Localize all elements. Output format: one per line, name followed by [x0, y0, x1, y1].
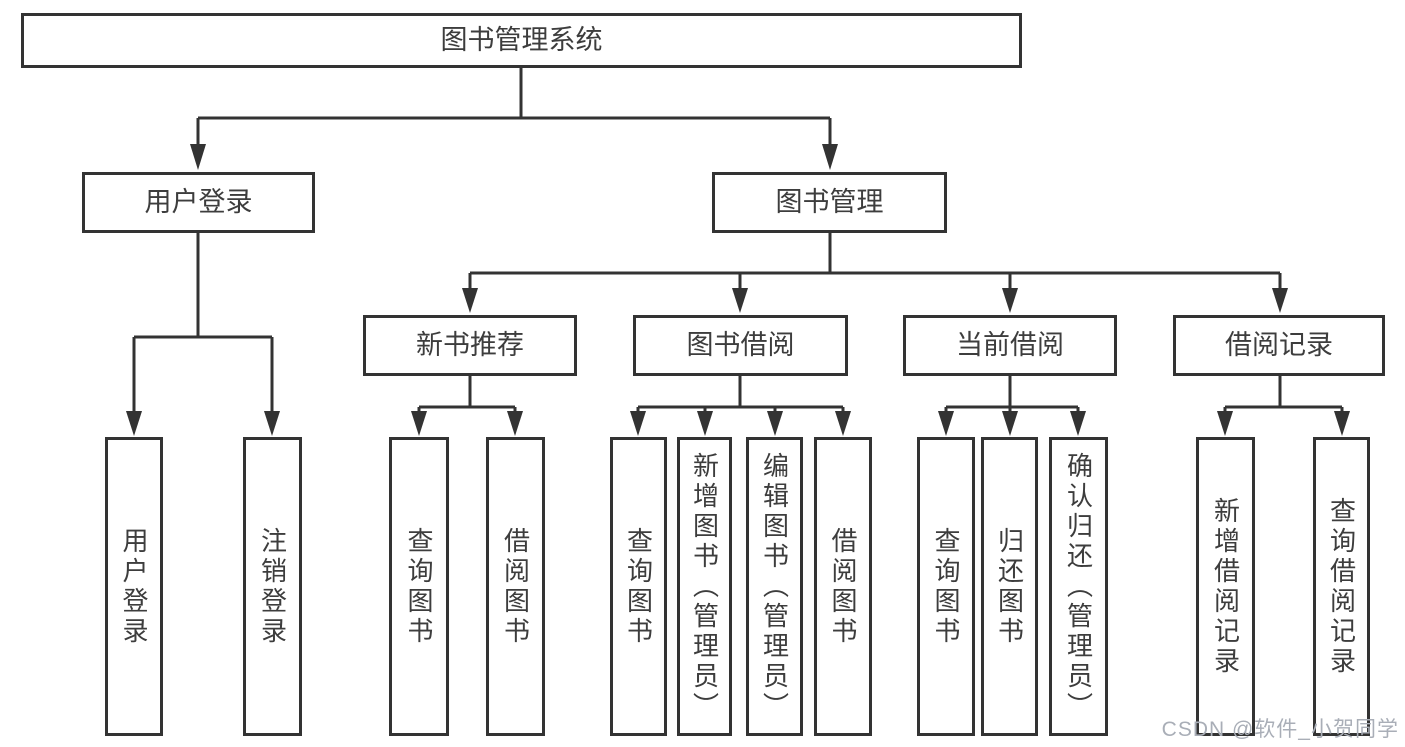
leaf-add-books-admin: 新增图书（管理员） — [677, 437, 732, 736]
leaf-logout: 注销登录 — [243, 437, 302, 736]
node-new-book-recommend: 新书推荐 — [363, 315, 577, 376]
leaf-borrow-books-recommend: 借阅图书 — [486, 437, 545, 736]
leaf-query-books-recommend: 查询图书 — [389, 437, 449, 736]
leaf-user-login: 用户登录 — [105, 437, 163, 736]
leaf-add-borrow-record: 新增借阅记录 — [1196, 437, 1255, 736]
node-root-system: 图书管理系统 — [21, 13, 1022, 68]
node-current-borrowing: 当前借阅 — [903, 315, 1117, 376]
node-user-login: 用户登录 — [82, 172, 315, 233]
watermark-text: CSDN @软件_小贺同学 — [1161, 718, 1399, 741]
node-book-management: 图书管理 — [712, 172, 947, 233]
leaf-query-books-borrow: 查询图书 — [610, 437, 667, 736]
leaf-query-borrow-record: 查询借阅记录 — [1313, 437, 1370, 736]
leaf-query-books-current: 查询图书 — [917, 437, 975, 736]
leaf-return-books: 归还图书 — [981, 437, 1038, 736]
tree-edges — [132, 67, 1344, 414]
arrow-heads — [126, 144, 1350, 436]
leaf-confirm-return-admin: 确认归还（管理员） — [1049, 437, 1108, 736]
node-borrowing-records: 借阅记录 — [1173, 315, 1385, 376]
node-book-borrowing: 图书借阅 — [633, 315, 848, 376]
leaf-borrow-books: 借阅图书 — [814, 437, 872, 736]
leaf-edit-books-admin: 编辑图书（管理员） — [746, 437, 803, 736]
